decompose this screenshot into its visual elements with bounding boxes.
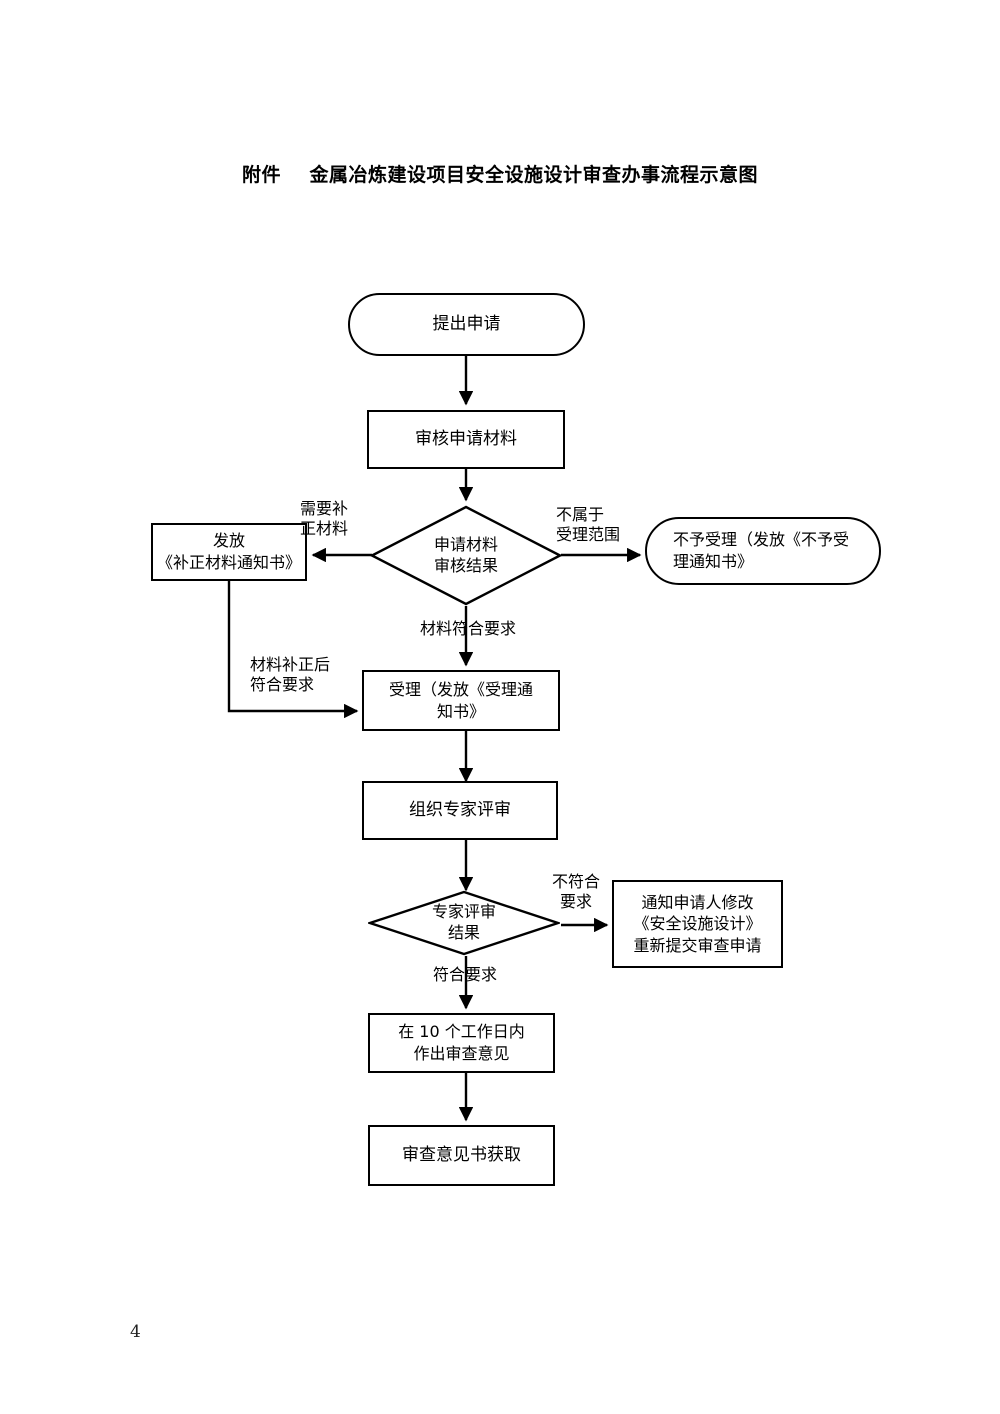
diamond-shape-2: [368, 890, 560, 956]
node-submit-application[interactable]: 提出申请: [348, 293, 585, 356]
node-organize-expert-review[interactable]: 组织专家评审: [362, 781, 558, 840]
edge-label-material-qualified: 材料符合要求: [419, 619, 516, 638]
node-obtain-review-opinion[interactable]: 审查意见书获取: [368, 1125, 555, 1186]
node-expert-review-result-label: 专家评审 结果: [431, 902, 496, 942]
node-issue-opinion-within-10-days[interactable]: 在 10 个工作日内 作出审查意见: [368, 1013, 555, 1073]
edge-label-out-of-scope: 不属于 受理范围: [556, 505, 621, 544]
edge-label-after-supplement-qualified: 材料补正后 符合要求: [250, 655, 331, 694]
edge-label-qualified: 符合要求: [432, 965, 497, 984]
edge-label-need-supplement: 需要补 正材料: [300, 499, 349, 538]
diamond-shape-1: [370, 505, 562, 606]
node-notify-applicant-revise[interactable]: 通知申请人修改 《安全设施设计》 重新提交审查申请: [612, 880, 783, 968]
node-expert-review-result[interactable]: 专家评审 结果: [368, 890, 560, 956]
node-accept-application[interactable]: 受理（发放《受理通 知书》: [362, 670, 560, 731]
page-title: 附件 金属冶炼建设项目安全设施设计审查办事流程示意图: [242, 164, 758, 186]
node-application-review-result[interactable]: 申请材料 审核结果: [370, 505, 562, 606]
edge-label-not-qualified: 不符合 要求: [551, 872, 600, 911]
node-application-review-result-label: 申请材料 审核结果: [433, 534, 498, 575]
node-review-application-materials[interactable]: 审核申请材料: [367, 410, 565, 469]
node-reject-acceptance[interactable]: 不予受理（发放《不予受 理通知书》: [645, 517, 881, 585]
node-issue-supplement-notice[interactable]: 发放 《补正材料通知书》: [151, 523, 307, 581]
page-number: 4: [130, 1322, 141, 1342]
